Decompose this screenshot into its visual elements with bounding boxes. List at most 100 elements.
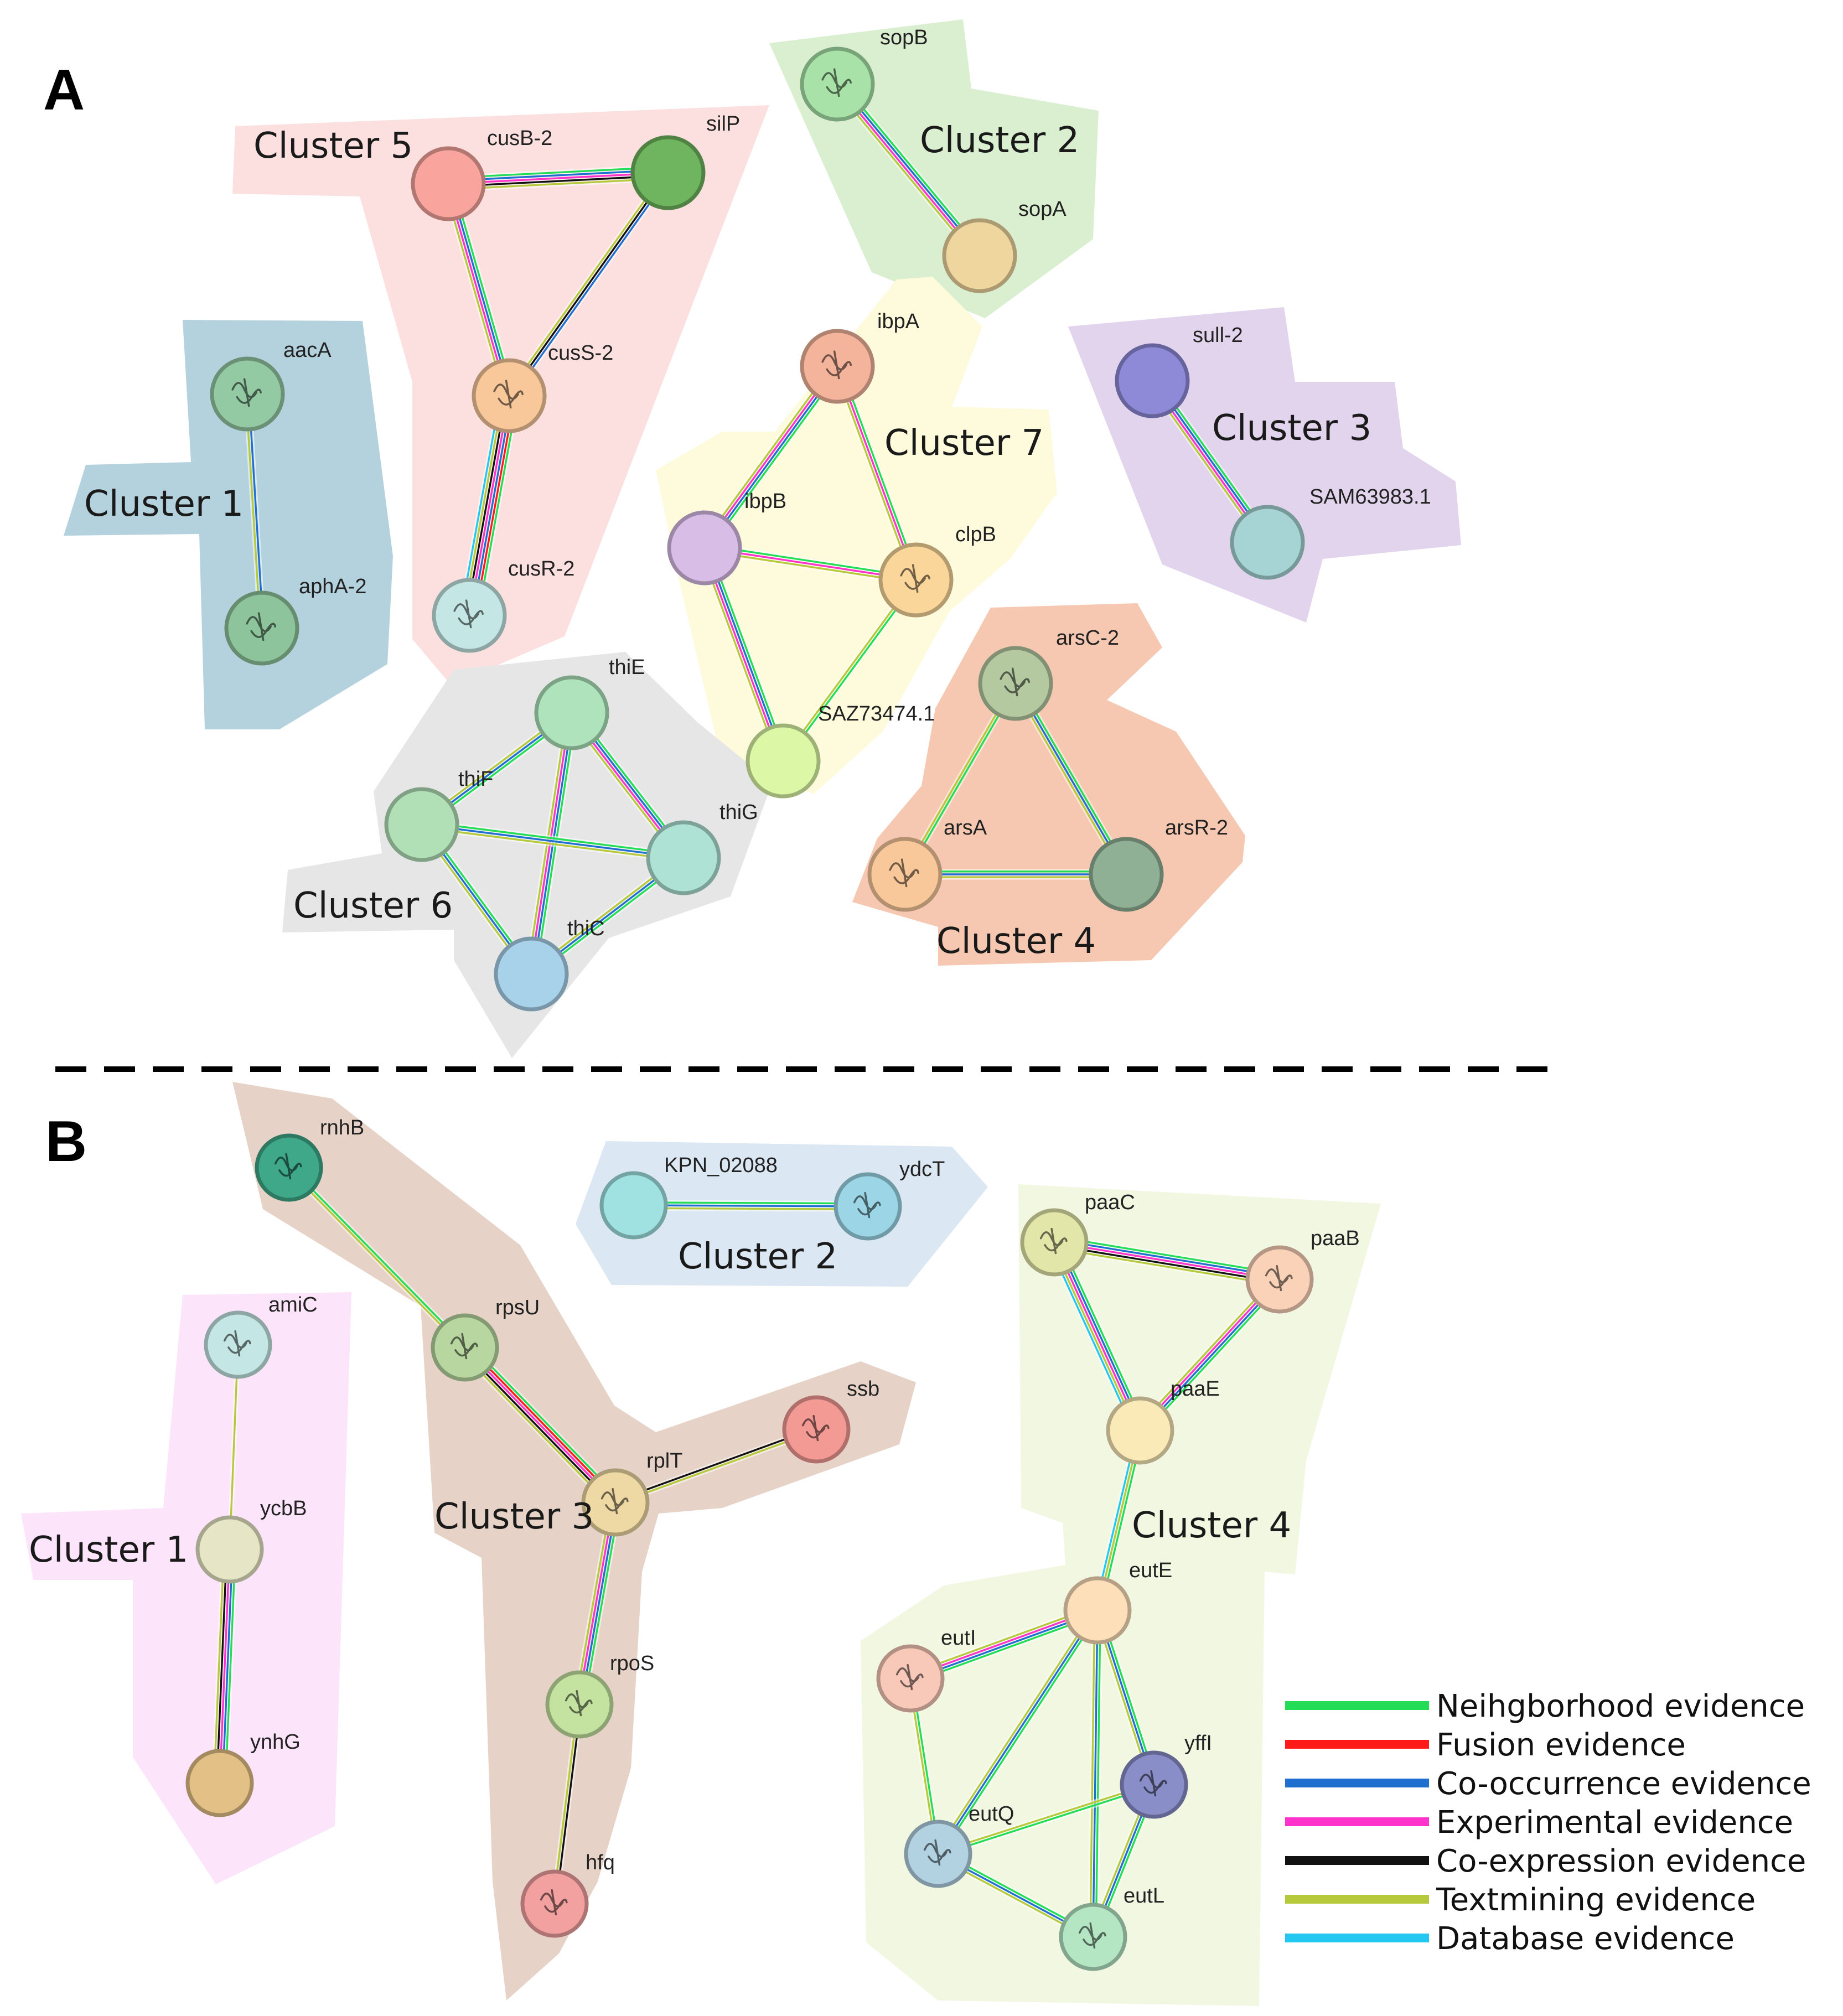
node-rpsU[interactable] bbox=[431, 1313, 499, 1382]
node-clpB[interactable] bbox=[878, 542, 954, 618]
edge-rplT-ssb[interactable] bbox=[614, 1426, 818, 1506]
edge-strand-co_occurrence bbox=[937, 1610, 1099, 1854]
edge-strand-textmining bbox=[833, 86, 977, 260]
node-eutI[interactable] bbox=[876, 1644, 945, 1713]
edge-silP-cusS-2[interactable] bbox=[505, 169, 672, 399]
edge-eutE-eutQ[interactable] bbox=[933, 1607, 1102, 1857]
edge-strand-neighborhood bbox=[224, 1549, 237, 1784]
edge-rplT-rpoS[interactable] bbox=[572, 1501, 623, 1706]
node-label-thiC: thiC bbox=[567, 917, 605, 940]
cluster-label-A4: Cluster 4 bbox=[936, 921, 1096, 962]
node-rplT[interactable] bbox=[581, 1468, 650, 1537]
edge-strand-neighborhood bbox=[840, 80, 984, 254]
cluster-label-A6: Cluster 6 bbox=[293, 885, 453, 926]
node-cusB-2[interactable] bbox=[411, 146, 486, 221]
node-thiG[interactable] bbox=[646, 820, 721, 895]
protein-structure-icon bbox=[453, 599, 484, 629]
legend-item-experimental: Experimental evidence bbox=[1285, 1805, 1793, 1841]
node-ibpB[interactable] bbox=[667, 510, 742, 585]
node-thiF[interactable] bbox=[384, 787, 459, 862]
node-ydcT[interactable] bbox=[834, 1172, 902, 1241]
node-paaE[interactable] bbox=[1106, 1396, 1174, 1465]
cluster-label-A2: Cluster 2 bbox=[920, 120, 1079, 161]
node-paaB[interactable] bbox=[1245, 1245, 1314, 1314]
node-silP[interactable] bbox=[630, 135, 706, 210]
edge-ibpB-SAZ73474.1[interactable] bbox=[698, 545, 790, 764]
cluster-label-A3: Cluster 3 bbox=[1212, 408, 1371, 449]
protein-nodes bbox=[185, 46, 1314, 1971]
node-label-cusB-2: cusB-2 bbox=[487, 127, 552, 150]
node-ycbB[interactable] bbox=[195, 1515, 264, 1584]
edge-strand-experimental bbox=[702, 365, 837, 548]
edge-ibpA-clpB[interactable] bbox=[832, 364, 922, 582]
evidence-legend: Neihgborhood evidence Fusion evidence Co… bbox=[1285, 1688, 1811, 1957]
node-cusR-2[interactable] bbox=[432, 578, 507, 653]
edge-thiF-thiG[interactable] bbox=[421, 819, 685, 863]
edge-strand-textmining bbox=[506, 170, 667, 395]
edge-strand-fusion bbox=[466, 1345, 618, 1501]
protein-structure-icon bbox=[821, 68, 852, 97]
node-rpoS[interactable] bbox=[545, 1670, 614, 1739]
node-label-ibpA: ibpA bbox=[877, 310, 920, 333]
node-eutL[interactable] bbox=[1059, 1903, 1127, 1971]
node-sopA[interactable] bbox=[942, 218, 1017, 293]
node-rnhB[interactable] bbox=[255, 1133, 323, 1202]
edge-strand-experimental bbox=[464, 1346, 617, 1504]
node-arsA[interactable] bbox=[867, 837, 943, 912]
protein-structure-icon bbox=[895, 1663, 924, 1691]
node-KPN_02088[interactable] bbox=[599, 1171, 668, 1240]
node-label-yffI: yffI bbox=[1184, 1732, 1212, 1755]
node-SAM63983.1[interactable] bbox=[1230, 505, 1305, 580]
protein-structure-icon bbox=[821, 350, 852, 380]
node-sull-2[interactable] bbox=[1115, 343, 1190, 418]
node-label-clpB: clpB bbox=[955, 523, 996, 546]
edge-amiC-ycbB[interactable] bbox=[227, 1344, 241, 1550]
node-ibpA[interactable] bbox=[800, 329, 875, 404]
node-arsC-2[interactable] bbox=[978, 646, 1053, 721]
node-thiC[interactable] bbox=[494, 936, 569, 1012]
node-ssb[interactable] bbox=[782, 1395, 851, 1464]
node-hfq[interactable] bbox=[520, 1869, 589, 1938]
edge-band bbox=[614, 1426, 818, 1506]
edge-strand-textmining bbox=[287, 1168, 465, 1350]
edge-clpB-SAZ73474.1[interactable] bbox=[780, 577, 919, 764]
node-sopB[interactable] bbox=[800, 46, 875, 122]
node-labels: aacA aphA-2 cusB-2 silP cusS-2 cusR-2 so… bbox=[250, 26, 1431, 1908]
edge-yffI-eutQ[interactable] bbox=[936, 1781, 1156, 1858]
node-SAZ73474.1[interactable] bbox=[746, 723, 821, 799]
node-label-thiE: thiE bbox=[609, 656, 645, 679]
node-yffI[interactable] bbox=[1120, 1750, 1188, 1819]
edge-ibpA-ibpB[interactable] bbox=[698, 362, 843, 552]
cluster-label-B1: Cluster 1 bbox=[29, 1530, 188, 1571]
node-label-rpsU: rpsU bbox=[495, 1296, 540, 1319]
node-label-rpoS: rpoS bbox=[610, 1652, 654, 1675]
edge-rpsU-rplT[interactable] bbox=[459, 1341, 622, 1509]
edge-ycbB-ynhG[interactable] bbox=[211, 1549, 238, 1784]
node-eutQ[interactable] bbox=[904, 1820, 972, 1888]
edge-rnhB-rpsU[interactable] bbox=[286, 1164, 468, 1351]
node-thiE[interactable] bbox=[534, 675, 609, 750]
node-amiC[interactable] bbox=[204, 1310, 272, 1379]
edge-aacA-aphA-2[interactable] bbox=[243, 393, 266, 629]
edge-paaC-paaE[interactable] bbox=[1047, 1238, 1148, 1434]
edge-eutE-eutL[interactable] bbox=[1088, 1610, 1103, 1937]
node-label-thiF: thiF bbox=[458, 768, 493, 791]
edge-strand-experimental bbox=[702, 548, 783, 762]
node-cusS-2[interactable] bbox=[472, 358, 547, 433]
edge-KPN_02088-ydcT[interactable] bbox=[633, 1200, 868, 1212]
node-aphA-2[interactable] bbox=[224, 590, 299, 666]
node-ynhG[interactable] bbox=[185, 1749, 254, 1817]
legend-label-fusion: Fusion evidence bbox=[1436, 1727, 1686, 1763]
edge-strand-coexpression bbox=[462, 1349, 614, 1505]
node-paaC[interactable] bbox=[1020, 1208, 1089, 1277]
node-label-eutQ: eutQ bbox=[969, 1802, 1014, 1826]
node-label-hfq: hfq bbox=[586, 1851, 615, 1874]
node-eutE[interactable] bbox=[1063, 1576, 1132, 1645]
edge-strand-experimental bbox=[836, 366, 917, 581]
node-aacA[interactable] bbox=[210, 356, 285, 432]
edge-paaC-paaB[interactable] bbox=[1053, 1234, 1281, 1288]
edge-paaB-paaE[interactable] bbox=[1135, 1274, 1285, 1435]
edge-strand-textmining bbox=[421, 826, 684, 862]
edge-strand-coexpression bbox=[508, 172, 669, 396]
node-arsR-2[interactable] bbox=[1089, 837, 1164, 912]
